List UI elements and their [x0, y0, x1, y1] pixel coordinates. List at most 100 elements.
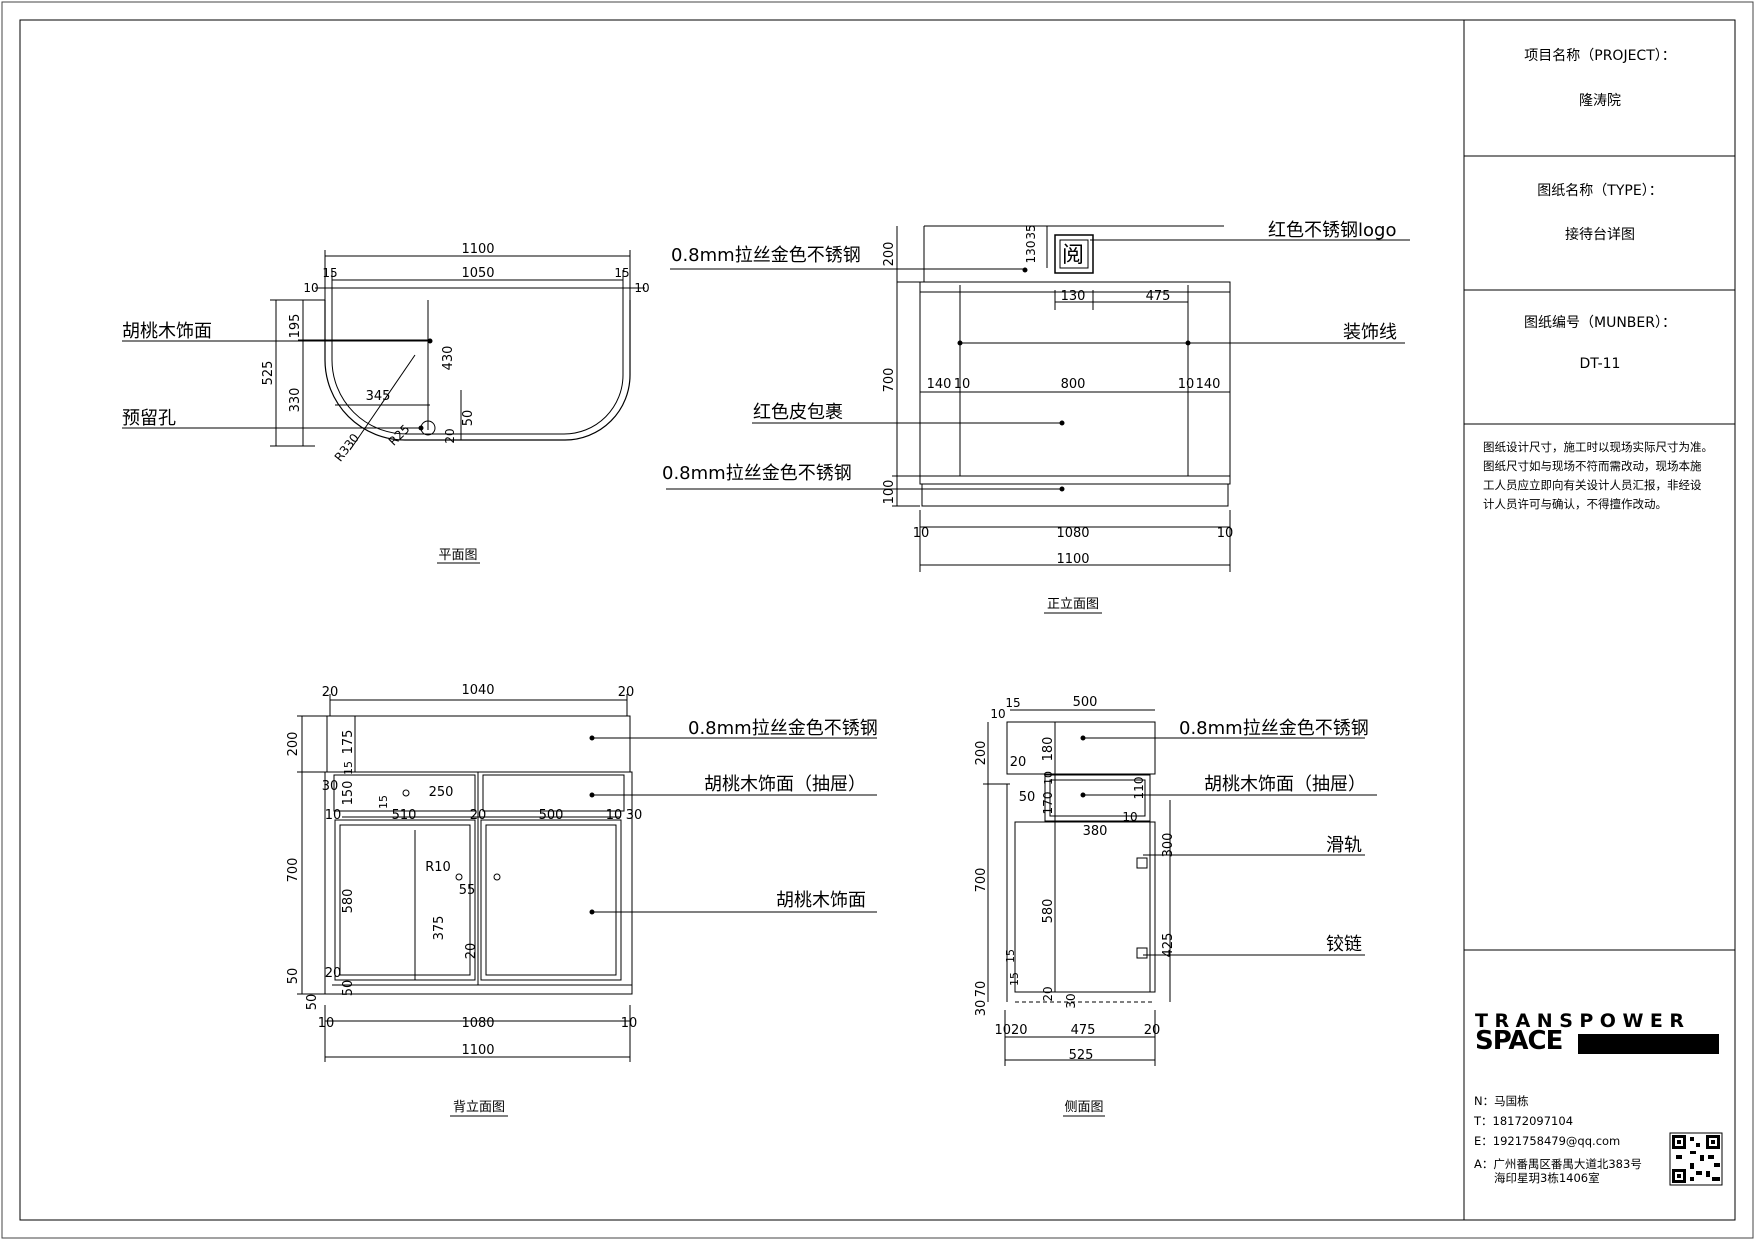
back-dim-10-bottom-left: 10 — [318, 1016, 335, 1031]
front-dim-130: 130 — [1061, 289, 1086, 304]
plan-caption: 平面图 — [438, 548, 477, 563]
side-dim-180: 180 — [1041, 737, 1056, 762]
brand-logo-line2: SPACE — [1475, 1026, 1563, 1056]
back-dim-20-left: 20 — [322, 685, 339, 700]
back-dim-20-mid: 20 — [470, 808, 487, 823]
back-dim-15b: 15 — [377, 795, 390, 809]
side-dim-70: 70 — [974, 981, 989, 998]
contact-address-1: A：广州番禺区番禺大道北383号 — [1474, 1157, 1642, 1171]
side-dim-20-top: 20 — [1010, 755, 1027, 770]
plan-outline — [324, 300, 631, 441]
front-dim-10-bottom-right: 10 — [1217, 526, 1234, 541]
side-dim-500: 500 — [1073, 695, 1098, 710]
back-dim-1100: 1100 — [461, 1043, 494, 1058]
design-note: 图纸设计尺寸，施工时以现场实际尺寸为准。 图纸尺寸如与现场不符而需改动，现场本施… — [1483, 438, 1715, 514]
back-label-walnut: 胡桃木饰面 — [776, 890, 866, 911]
back-caption: 背立面图 — [453, 1100, 505, 1115]
number-label: 图纸编号（MUNBER）： — [1524, 315, 1676, 331]
inner-border — [19, 19, 1736, 1221]
side-dim-50: 50 — [1019, 790, 1036, 805]
side-dim-20c: 20 — [1144, 1023, 1161, 1038]
plan-label-walnut: 胡桃木饰面 — [122, 321, 212, 342]
plan-dim-1050: 1050 — [461, 266, 494, 281]
contact-address-2: 海印星玥3栋1406室 — [1494, 1171, 1600, 1185]
back-top — [326, 715, 631, 773]
side-dim-15: 15 — [1005, 696, 1020, 710]
side-label-drawer: 胡桃木饰面（抽屉） — [1204, 774, 1366, 795]
back-dim-30-right: 30 — [626, 808, 643, 823]
note-line: 图纸设计尺寸，施工时以现场实际尺寸为准。 — [1483, 440, 1713, 454]
project-value: 隆涛院 — [1579, 93, 1621, 109]
contact-phone: T：18172097104 — [1474, 1114, 1574, 1128]
front-dim-700: 700 — [882, 368, 897, 393]
side-dim-425: 425 — [1161, 933, 1176, 958]
front-base — [921, 483, 1229, 507]
front-elevation: 阅 — [666, 225, 1410, 614]
hinge-bracket — [1136, 947, 1148, 959]
side-dim-15b: 15 — [1004, 949, 1017, 963]
back-dim-10-left: 10 — [325, 808, 342, 823]
back-dim-580: 580 — [341, 889, 356, 914]
back-dim-700: 700 — [286, 858, 301, 883]
back-dim-500: 500 — [539, 808, 564, 823]
front-dim-10-bottom-left: 10 — [913, 526, 930, 541]
front-dim-1080: 1080 — [1056, 526, 1089, 541]
note-line: 图纸尺寸如与现场不符而需改动，现场本施 — [1483, 459, 1702, 473]
side-dim-110: 110 — [1132, 777, 1146, 800]
front-dim-800: 800 — [1061, 377, 1086, 392]
plan-dim-r25: R25 — [386, 422, 413, 449]
front-dim-1100: 1100 — [1056, 552, 1089, 567]
back-dim-10-right: 10 — [606, 808, 623, 823]
rail-bracket — [1136, 857, 1148, 869]
back-dim-30: 30 — [322, 779, 339, 794]
side-top — [1006, 721, 1156, 775]
back-dim-10-bottom-right: 10 — [621, 1016, 638, 1031]
back-drawer-left — [333, 774, 476, 812]
back-dim-1040: 1040 — [461, 683, 494, 698]
brand-logo-line1: TRANSPOWER — [1475, 1010, 1691, 1032]
contact-email: E：1921758479@qq.com — [1474, 1134, 1621, 1148]
front-dim-10-left: 10 — [954, 377, 971, 392]
front-dim-475: 475 — [1146, 289, 1171, 304]
plan-label-hole: 预留孔 — [122, 408, 176, 429]
back-dim-175: 175 — [341, 730, 356, 755]
back-dim-1080: 1080 — [461, 1016, 494, 1031]
plan-dim-15-right: 15 — [614, 266, 629, 280]
plan-dim-10-right: 10 — [634, 281, 649, 295]
plan-dim-195: 195 — [288, 314, 303, 339]
plan-dim-10-left: 10 — [303, 281, 318, 295]
front-dim-200: 200 — [882, 242, 897, 267]
front-label-leather: 红色皮包裹 — [753, 402, 843, 423]
back-dim-510: 510 — [392, 808, 417, 823]
side-dim-10b: 10 — [1042, 771, 1055, 785]
side-label-rail: 滑轨 — [1326, 835, 1362, 856]
back-drawer-right — [482, 774, 625, 812]
side-dim-30b: 30 — [1064, 993, 1078, 1008]
front-label-logo: 红色不锈钢logo — [1268, 220, 1396, 241]
plan-dim-20: 20 — [443, 428, 457, 443]
back-dim-15: 15 — [342, 761, 355, 775]
side-drawer — [1044, 774, 1151, 822]
contact-name: N：马国栋 — [1474, 1094, 1529, 1108]
side-dim-380: 380 — [1083, 824, 1108, 839]
front-label-deco: 装饰线 — [1343, 322, 1397, 343]
plan-dim-345: 345 — [366, 389, 391, 404]
front-bottom-band — [919, 475, 1231, 485]
side-dim-10: 10 — [990, 707, 1005, 721]
back-dim-50-foot: 50 — [305, 994, 320, 1011]
plan-dim-50: 50 — [461, 410, 476, 427]
back-door-right — [480, 819, 622, 981]
plan-dim-r330: R330 — [332, 431, 362, 464]
plan-dim-15-left: 15 — [322, 266, 337, 280]
project-label: 项目名称（PROJECT）： — [1524, 48, 1676, 64]
front-dim-35: 35 — [1024, 224, 1038, 239]
front-dim-130-vertical: 130 — [1024, 241, 1038, 264]
back-dim-375: 375 — [432, 916, 447, 941]
svg-text:阅: 阅 — [1062, 243, 1084, 268]
back-dim-50: 50 — [286, 968, 301, 985]
back-dim-55: 55 — [459, 883, 476, 898]
plan-dim-525: 525 — [261, 361, 276, 386]
side-body — [1014, 821, 1156, 993]
side-dim-700: 700 — [974, 868, 989, 893]
